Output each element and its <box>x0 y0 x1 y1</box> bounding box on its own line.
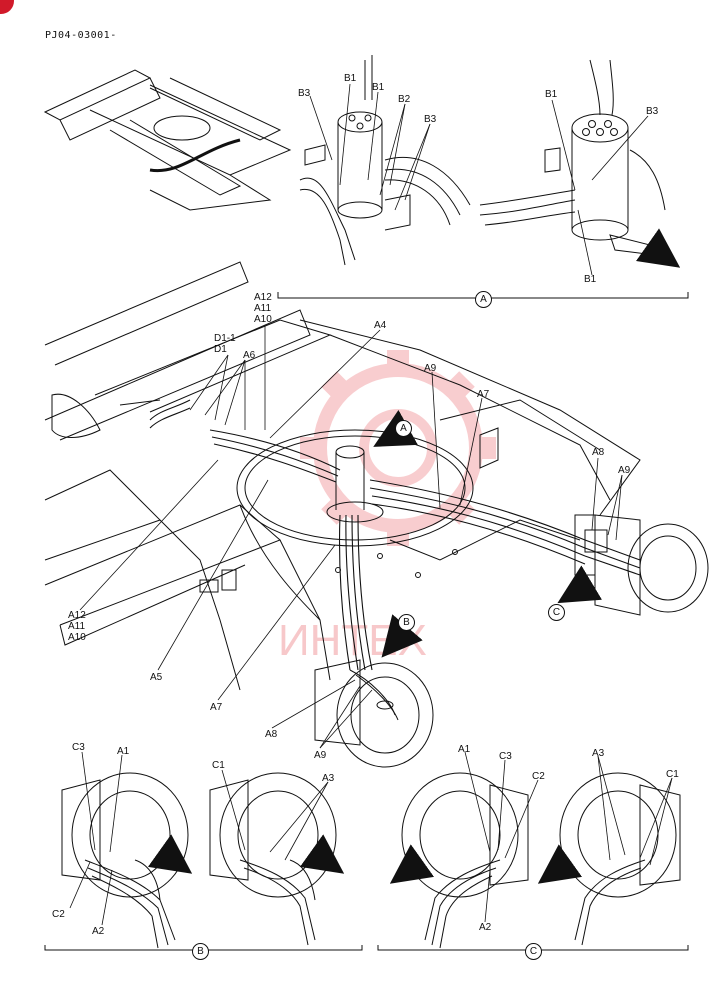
view-b-marker: B <box>398 614 415 631</box>
main-frame <box>44 261 641 691</box>
view-b-arrow-left <box>147 834 193 874</box>
overview-sketch <box>43 69 292 211</box>
callout-c1: C1 <box>212 760 225 771</box>
callout-a12-a11-a10-bottom: A12 A11 A10 <box>68 610 86 643</box>
view-b-arrow-right <box>299 834 345 874</box>
callout-b1: B1 <box>372 82 385 93</box>
hose-bundles <box>119 399 641 671</box>
callout-a1: A1 <box>458 744 471 755</box>
view-a-label: A <box>475 291 492 308</box>
callout-b1: B1 <box>584 274 597 285</box>
callout-b1: B1 <box>344 73 357 84</box>
callout-c3: C3 <box>72 742 85 753</box>
view-c-arrow-left <box>389 844 435 884</box>
view-b-motor-right <box>209 772 337 946</box>
callout-a8: A8 <box>265 729 278 740</box>
callout-c3: C3 <box>499 751 512 762</box>
callout-b3: B3 <box>298 88 311 99</box>
view-c-arrow-right <box>537 844 583 884</box>
callout-a2: A2 <box>479 922 492 933</box>
callout-c2: C2 <box>532 771 545 782</box>
view-b-label: B <box>192 943 209 960</box>
view-c-marker: C <box>548 604 565 621</box>
callout-a3: A3 <box>592 748 605 759</box>
callout-a5: A5 <box>150 672 163 683</box>
view-a-arrow <box>635 228 681 268</box>
right-travel-motor <box>574 514 709 616</box>
callout-c2: C2 <box>52 909 65 920</box>
view-c-pointer <box>557 565 603 604</box>
callout-b3: B3 <box>424 114 437 125</box>
callout-a6: A6 <box>243 350 256 361</box>
view-c-motor-left <box>401 772 529 949</box>
callout-a1: A1 <box>117 746 130 757</box>
view-b-pointer <box>381 614 423 658</box>
callout-a3: A3 <box>322 773 335 784</box>
view-a-right-joint <box>479 59 666 256</box>
callout-b1: B1 <box>545 89 558 100</box>
callout-a7: A7 <box>477 389 490 400</box>
view-a-marker: A <box>395 420 412 437</box>
callout-a9: A9 <box>314 750 327 761</box>
callout-a9: A9 <box>618 465 631 476</box>
leader-lines <box>79 83 649 749</box>
callout-a4: A4 <box>374 320 387 331</box>
callout-a7: A7 <box>210 702 223 713</box>
callout-a8: A8 <box>592 447 605 458</box>
callout-a2: A2 <box>92 926 105 937</box>
view-b-motor-left <box>61 772 189 949</box>
bottom-leader-lines <box>69 751 673 926</box>
callout-a9: A9 <box>424 363 437 374</box>
callout-c1: C1 <box>666 769 679 780</box>
view-a-left-joint <box>299 55 471 266</box>
center-swivel-joint <box>326 445 384 523</box>
view-c-label: C <box>525 943 542 960</box>
callout-b3: B3 <box>646 106 659 117</box>
callout-b2: B2 <box>398 94 411 105</box>
callout-a12-a11-a10-top: A12 A11 A10 <box>254 292 272 325</box>
lower-travel-motor <box>314 659 434 768</box>
view-c-motor-right <box>559 772 681 946</box>
document-code: PJ04-03001- <box>45 30 117 41</box>
callout-d1-group: D1-1 D1 <box>214 333 236 355</box>
